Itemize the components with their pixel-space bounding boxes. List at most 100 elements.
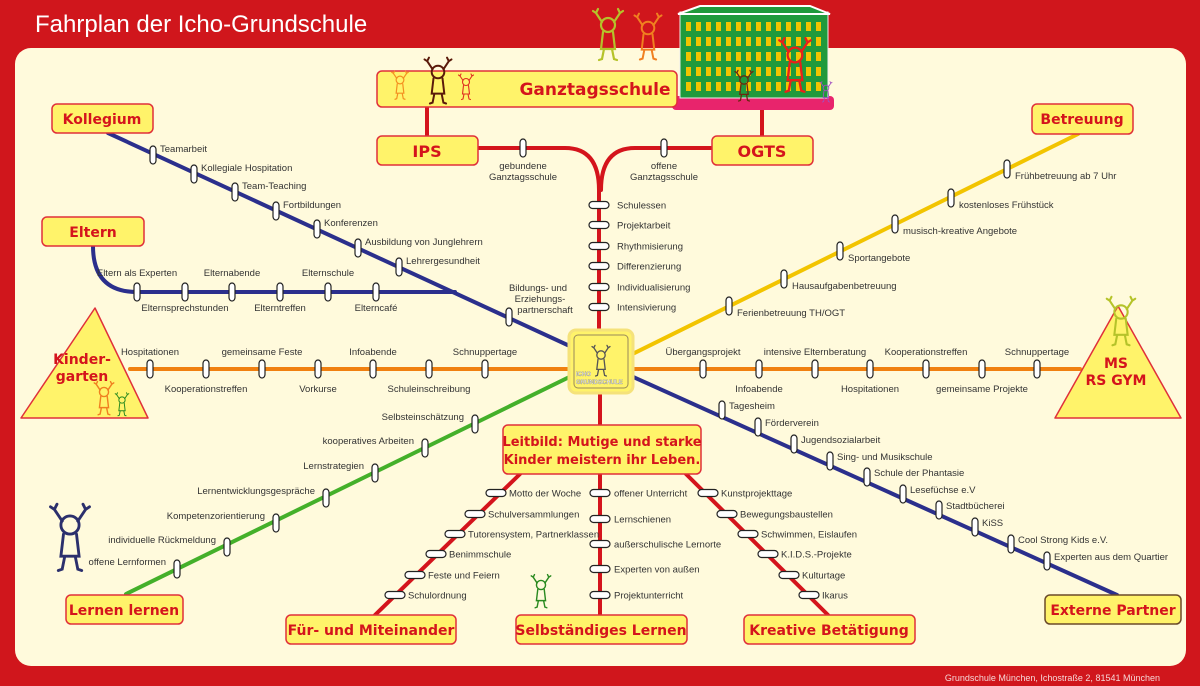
icho-grundschule-logo[interactable]: ICHO GRUNDSCHULE: [567, 328, 635, 395]
station-stop[interactable]: [778, 570, 800, 580]
station-stop[interactable]: [826, 451, 834, 471]
station-stop[interactable]: [588, 261, 610, 271]
station-stop[interactable]: [757, 549, 779, 559]
station-stop[interactable]: [372, 282, 380, 302]
station-stop[interactable]: [181, 282, 189, 302]
station-label: individuelle Rückmeldung: [108, 535, 216, 546]
hub-externe-partner[interactable]: Externe Partner: [1044, 594, 1182, 625]
station-stop[interactable]: [971, 517, 979, 537]
hub-lernen-lernen[interactable]: Lernen lernen: [65, 594, 184, 625]
station-stop[interactable]: [314, 359, 322, 379]
station-stop[interactable]: [481, 359, 489, 379]
station-label: Ganztagsschule: [489, 172, 557, 183]
station-stop[interactable]: [589, 590, 611, 600]
station-stop[interactable]: [485, 488, 507, 498]
station-stop[interactable]: [258, 359, 266, 379]
station-stop[interactable]: [384, 590, 406, 600]
station-label: offene: [651, 161, 677, 172]
station-stop[interactable]: [935, 500, 943, 520]
hub-eltern[interactable]: Eltern: [41, 216, 145, 247]
station-stop[interactable]: [922, 359, 930, 379]
hub-ips[interactable]: IPS: [376, 135, 479, 166]
station-stop[interactable]: [371, 463, 379, 483]
station-stop[interactable]: [725, 296, 733, 316]
station-stop[interactable]: [444, 529, 466, 539]
station-label: Schwimmen, Eislaufen: [761, 530, 857, 541]
station-stop[interactable]: [716, 509, 738, 519]
station-stop[interactable]: [425, 359, 433, 379]
station-stop[interactable]: [718, 400, 726, 420]
station-stop[interactable]: [947, 188, 955, 208]
station-stop[interactable]: [589, 514, 611, 524]
hub-selbstaendiges-lernen[interactable]: Selbständiges Lernen: [515, 614, 688, 645]
station-stop[interactable]: [519, 138, 527, 158]
station-stop[interactable]: [899, 484, 907, 504]
station-stop[interactable]: [149, 145, 157, 165]
station-stop[interactable]: [276, 282, 284, 302]
station-stop[interactable]: [272, 513, 280, 533]
station-stop[interactable]: [660, 138, 668, 158]
station-stop[interactable]: [202, 359, 210, 379]
station-stop[interactable]: [790, 434, 798, 454]
station-stop[interactable]: [369, 359, 377, 379]
station-stop[interactable]: [313, 219, 321, 239]
hub-kollegium[interactable]: Kollegium: [51, 103, 154, 134]
station-stop[interactable]: [464, 509, 486, 519]
station-stop[interactable]: [589, 564, 611, 574]
station-stop[interactable]: [354, 238, 362, 258]
station-stop[interactable]: [589, 488, 611, 498]
station-stop[interactable]: [272, 201, 280, 221]
station-stop[interactable]: [425, 549, 447, 559]
station-stop[interactable]: [322, 488, 330, 508]
station-stop[interactable]: [228, 282, 236, 302]
station-stop[interactable]: [891, 214, 899, 234]
station-stop[interactable]: [421, 438, 429, 458]
station-stop[interactable]: [1007, 534, 1015, 554]
station-stop[interactable]: [836, 241, 844, 261]
hub-kreative-betaetigung[interactable]: Kreative Betätigung: [743, 614, 916, 645]
station-stop[interactable]: [588, 282, 610, 292]
station-stop[interactable]: [811, 359, 819, 379]
station-label: Konferenzen: [324, 218, 378, 229]
station-stop[interactable]: [471, 414, 479, 434]
station-stop[interactable]: [1033, 359, 1041, 379]
station-stop[interactable]: [223, 537, 231, 557]
hub-kindergarten[interactable]: Kinder- garten: [20, 307, 149, 419]
station-stop[interactable]: [798, 590, 820, 600]
station-stop[interactable]: [173, 559, 181, 579]
station-label: Benimmschule: [449, 550, 511, 561]
station-stop[interactable]: [395, 257, 403, 277]
hub-ganztagsschule[interactable]: Ganztagsschule: [376, 70, 678, 108]
station-stop[interactable]: [866, 359, 874, 379]
station-stop[interactable]: [404, 570, 426, 580]
station-stop[interactable]: [588, 302, 610, 312]
station-stop[interactable]: [146, 359, 154, 379]
station-stop[interactable]: [699, 359, 707, 379]
station-stop[interactable]: [737, 529, 759, 539]
station-stop[interactable]: [588, 241, 610, 251]
station-stop[interactable]: [231, 182, 239, 202]
hub-fuer-und-miteinander[interactable]: Für- und Miteinander: [285, 614, 457, 645]
station-stop[interactable]: [588, 220, 610, 230]
station-stop[interactable]: [780, 269, 788, 289]
hub-betreuung[interactable]: Betreuung: [1031, 103, 1134, 135]
hub-ogts[interactable]: OGTS: [711, 135, 814, 166]
line-kollegium: [106, 131, 602, 362]
station-stop[interactable]: [755, 359, 763, 379]
station-stop[interactable]: [978, 359, 986, 379]
station-label: Infoabende: [349, 347, 397, 358]
station-stop[interactable]: [754, 417, 762, 437]
station-stop[interactable]: [505, 307, 513, 327]
station-stop[interactable]: [697, 488, 719, 498]
station-stop[interactable]: [588, 200, 610, 210]
station-stop[interactable]: [589, 539, 611, 549]
station-stop[interactable]: [324, 282, 332, 302]
hub-ms-rs-gym[interactable]: MS RS GYM: [1054, 305, 1182, 419]
station-stop[interactable]: [1003, 159, 1011, 179]
station-stop[interactable]: [190, 164, 198, 184]
station-label: Experten aus dem Quartier: [1054, 552, 1168, 563]
station-stop[interactable]: [1043, 551, 1051, 571]
station-stop[interactable]: [133, 282, 141, 302]
station-stop[interactable]: [863, 467, 871, 487]
